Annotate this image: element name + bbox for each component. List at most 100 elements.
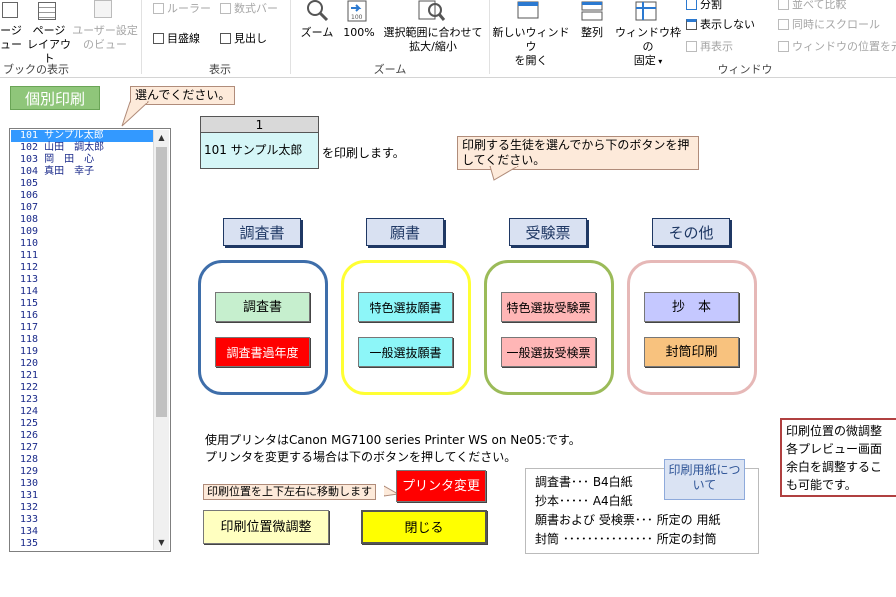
reset-window-position-button[interactable]: ウィンドウの位置を元に — [778, 38, 896, 54]
student-list-item[interactable]: 107 — [20, 202, 39, 213]
student-list-item[interactable]: 116 — [20, 310, 39, 321]
freeze-label2: 固定 ▾ — [612, 54, 684, 69]
group-box-exam-ticket — [484, 260, 614, 395]
custom-views-icon — [94, 0, 112, 18]
listbox-scrollbar[interactable]: ▲ ▼ — [153, 130, 169, 550]
envelope-print-button[interactable]: 封筒印刷 — [644, 337, 739, 367]
student-list-item[interactable]: 134 — [20, 526, 39, 537]
zoom-icon — [307, 0, 329, 22]
student-list-item[interactable]: 118 — [20, 334, 39, 345]
printer-info-line2: プリンタを変更する場合は下のボタンを押してください。 — [205, 450, 517, 464]
report-print-button[interactable]: 調査書 — [215, 292, 310, 322]
freeze-panes-button[interactable]: ウィンドウ枠の 固定 ▾ — [612, 26, 684, 69]
student-list-item[interactable]: 125 — [20, 418, 39, 429]
ribbon-separator — [290, 0, 291, 74]
side-note: 印刷位置の微調整 各プレビュー画面 余白を調整するこ も可能です。 — [780, 418, 896, 497]
close-button[interactable]: 閉じる — [361, 510, 487, 544]
printer-change-button[interactable]: プリンタ変更 — [396, 470, 486, 502]
ruler-checkbox[interactable]: ルーラー — [153, 0, 211, 16]
student-list-item[interactable]: 124 — [20, 406, 39, 417]
student-list-item[interactable]: 130 — [20, 478, 39, 489]
new-window-button[interactable]: 新しいウィンドウ を開く — [492, 26, 570, 68]
paper-line: 調査書･･･ B4白紙 — [535, 475, 633, 489]
custom-views-label2: のビュー — [83, 38, 127, 51]
unhide-button[interactable]: 再表示 — [686, 38, 733, 54]
report-past-year-button[interactable]: 調査書過年度 — [215, 337, 310, 367]
zoom-to-selection-button[interactable]: 選択範囲に合わせて 拡大/縮小 — [380, 26, 486, 54]
freeze-panes-icon — [635, 1, 657, 21]
print-position-adjust-button[interactable]: 印刷位置微調整 — [203, 510, 329, 544]
paper-line: 抄本･････ A4白紙 — [535, 494, 633, 508]
student-list-item[interactable]: 127 — [20, 442, 39, 453]
side-note-line: 余白を調整するこ — [786, 460, 883, 474]
unhide-label: 再表示 — [700, 40, 733, 53]
page-break-preview-button[interactable]: ページ レイアウト — [26, 24, 72, 66]
ruler-checkbox-box — [153, 2, 164, 14]
ribbon-separator — [141, 0, 142, 74]
split-button[interactable]: 分割 — [686, 0, 722, 12]
gridlines-checkbox[interactable]: 目盛線 — [153, 30, 200, 46]
student-list-item[interactable]: 115 — [20, 298, 39, 309]
student-list-item[interactable]: 123 — [20, 394, 39, 405]
view-side-by-side-button[interactable]: 並べて比較 — [778, 0, 847, 12]
page-layout-icon — [2, 2, 18, 18]
reset-position-label: ウィンドウの位置を元に — [792, 40, 896, 53]
hide-button[interactable]: 表示しない — [686, 16, 755, 32]
zoom-100-button[interactable]: 100% — [343, 26, 375, 39]
student-list-item[interactable]: 121 — [20, 370, 39, 381]
category-tag-other: その他 — [652, 218, 730, 246]
student-list-item[interactable]: 132 — [20, 502, 39, 513]
split-label: 分割 — [700, 0, 722, 11]
freeze-label2-text: 固定 — [633, 54, 656, 67]
student-list-item[interactable]: 113 — [20, 274, 39, 285]
student-list-item[interactable]: 106 — [20, 190, 39, 201]
page-layout-button[interactable]: ージ ュー — [0, 24, 22, 52]
student-list-item[interactable]: 111 — [20, 250, 39, 261]
student-list-item[interactable]: 122 — [20, 382, 39, 393]
custom-views-button[interactable]: ユーザー設定 のビュー — [72, 24, 138, 52]
formula-bar-checkbox[interactable]: 数式バー — [220, 0, 278, 16]
student-list-item[interactable]: 103 岡 田 心 — [20, 154, 95, 165]
student-list-item[interactable]: 120 — [20, 358, 39, 369]
page-break-label2: レイアウト — [27, 38, 71, 65]
custom-views-label: ユーザー設定 — [72, 24, 138, 37]
special-application-button[interactable]: 特色選抜願書 — [358, 292, 453, 322]
group-box-application — [341, 260, 471, 395]
general-application-button[interactable]: 一般選抜願書 — [358, 337, 453, 367]
student-list-item[interactable]: 128 — [20, 454, 39, 465]
scroll-up-icon[interactable]: ▲ — [158, 133, 165, 142]
transcript-button[interactable]: 抄 本 — [644, 292, 739, 322]
scroll-thumb[interactable] — [156, 147, 167, 417]
student-list-item[interactable]: 102 山田 調太郎 — [20, 142, 105, 153]
instruction-callout-text: 印刷する生徒を選んでから下のボタンを押してください。 — [462, 138, 690, 167]
student-list-item[interactable]: 117 — [20, 322, 39, 333]
side-by-side-icon — [778, 0, 789, 10]
student-list-item[interactable]: 104 真田 幸子 — [20, 166, 95, 177]
move-callout-pointer — [384, 485, 400, 497]
side-note-line: 印刷位置の微調整 — [786, 424, 883, 438]
arrange-all-button[interactable]: 整列 — [581, 26, 603, 39]
student-list-item[interactable]: 109 — [20, 226, 39, 237]
student-list-item[interactable]: 110 — [20, 238, 39, 249]
student-list-item[interactable]: 112 — [20, 262, 39, 273]
student-list-item[interactable]: 131 — [20, 490, 39, 501]
zoom-button[interactable]: ズーム — [300, 26, 334, 39]
printer-info-line1: 使用プリンタはCanon MG7100 series Printer WS on… — [205, 433, 581, 447]
ribbon: ージ ュー ページ レイアウト ユーザー設定 のビュー ブックの表示 ルーラー … — [0, 0, 896, 78]
student-list-item[interactable]: 101 サンプル太郎 — [11, 130, 153, 142]
student-list-item[interactable]: 126 — [20, 430, 39, 441]
scroll-down-icon[interactable]: ▼ — [158, 538, 165, 547]
student-list-item[interactable]: 133 — [20, 514, 39, 525]
paper-line: 封筒 ･･･････････････ 所定の封筒 — [535, 532, 717, 546]
student-list-item[interactable]: 119 — [20, 346, 39, 357]
student-list-item[interactable]: 129 — [20, 466, 39, 477]
synchronous-scroll-button[interactable]: 同時にスクロール — [778, 16, 880, 32]
student-list-item[interactable]: 114 — [20, 286, 39, 297]
special-exam-ticket-button[interactable]: 特色選抜受験票 — [501, 292, 596, 322]
student-list-item[interactable]: 108 — [20, 214, 39, 225]
headings-checkbox[interactable]: 見出し — [220, 30, 267, 46]
general-exam-ticket-button[interactable]: 一般選抜受検票 — [501, 337, 596, 367]
student-list-item[interactable]: 105 — [20, 178, 39, 189]
student-list-item[interactable]: 135 — [20, 538, 39, 549]
